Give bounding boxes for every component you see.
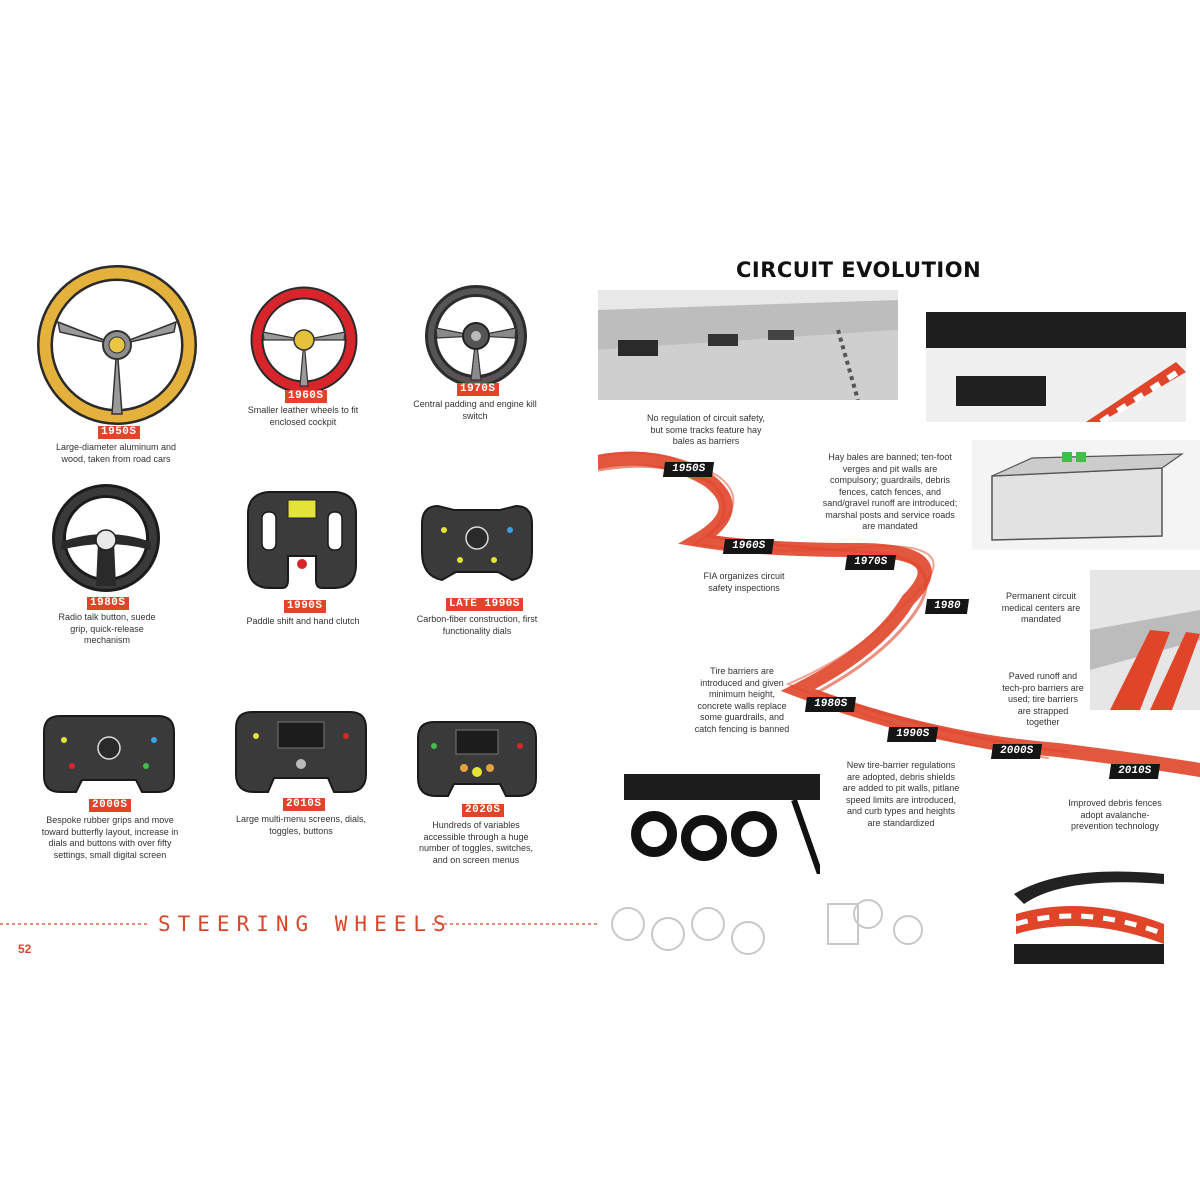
section-title: STEERING WHEELS (158, 912, 453, 936)
wheel-late-1990s-year: LATE 1990S (446, 598, 524, 611)
wheel-1970s-illustration (425, 285, 527, 387)
wheel-2020s-year: 2020S (462, 804, 504, 817)
sketch-tire-wall (598, 874, 958, 974)
wheel-1950s-year: 1950S (98, 426, 140, 439)
page-number: 52 (18, 942, 32, 956)
wheel-1990s-illustration (247, 491, 357, 589)
wheel-1950s-caption: Large-diameter aluminum and wood, taken … (55, 442, 177, 464)
wheel-1970s-year: 1970S (457, 383, 499, 396)
timeline-text-2010s: Improved debris fences adopt avalanche-p… (1068, 798, 1162, 831)
photo-2010s-curb (1004, 864, 1170, 968)
wheel-1990s-year: 1990S (284, 600, 326, 613)
wheel-2010s-illustration (235, 711, 367, 793)
section-divider-dashed (0, 923, 600, 925)
wheel-late-1990s-caption: Carbon-fiber construction, first functio… (416, 614, 538, 636)
timeline-label-1970s: 1970S (844, 555, 897, 570)
photo-tire-barriers (624, 774, 820, 874)
timeline-label-2010s: 2010S (1108, 764, 1161, 779)
wheel-2000s-illustration (43, 715, 175, 793)
photo-1950s-race (598, 290, 898, 400)
wheel-1960s-caption: Smaller leather wheels to fit enclosed c… (247, 405, 359, 427)
photo-paved-runoff (1090, 570, 1200, 710)
photo-1970s-barrier (926, 312, 1186, 422)
wheel-2000s-year: 2000S (89, 799, 131, 812)
wheel-2000s-caption: Bespoke rubber grips and move toward but… (41, 815, 179, 860)
timeline-text-1950s: No regulation of circuit safety, but som… (647, 413, 765, 446)
timeline-text-1970s: Hay bales are banned; ten-foot verges an… (822, 452, 958, 531)
wheel-2010s-year: 2010S (283, 798, 325, 811)
wheel-1980s-illustration (52, 484, 160, 592)
photo-medical-center (972, 440, 1200, 550)
timeline-label-1980: 1980 (924, 599, 970, 614)
wheel-1960s-illustration (250, 286, 358, 394)
wheel-1970s-caption: Central padding and engine kill switch (413, 399, 537, 421)
wheel-1980s-year: 1980S (87, 597, 129, 610)
wheel-1990s-caption: Paddle shift and hand clutch (246, 616, 360, 626)
timeline-text-1960s: FIA organizes circuit safety inspections (703, 571, 785, 593)
wheel-2010s-caption: Large multi-menu screens, dials, toggles… (235, 814, 367, 836)
timeline-text-2000s: Paved runoff and tech-pro barriers are u… (1002, 671, 1084, 727)
wheel-1950s-illustration (37, 265, 197, 425)
timeline-label-1990s: 1990S (886, 727, 939, 742)
timeline-text-1990s: New tire-barrier regulations are adopted… (842, 760, 960, 828)
wheel-late-1990s-illustration (421, 504, 533, 582)
page-title: CIRCUIT EVOLUTION (736, 258, 982, 282)
timeline-label-2000s: 2000S (990, 744, 1043, 759)
wheel-1980s-caption: Radio talk button, suede grip, quick-rel… (58, 612, 156, 645)
timeline-label-1980s: 1980S (804, 697, 857, 712)
wheel-1960s-year: 1960S (285, 390, 327, 403)
wheel-2020s-caption: Hundreds of variables accessible through… (418, 820, 534, 865)
timeline-text-1980s: Tire barriers are introduced and given m… (694, 666, 790, 734)
timeline-text-1980: Permanent circuit medical centers are ma… (1001, 591, 1081, 624)
timeline-label-1960s: 1960S (722, 539, 775, 554)
timeline-label-1950s: 1950S (662, 462, 715, 477)
wheel-2020s-illustration (417, 721, 537, 797)
